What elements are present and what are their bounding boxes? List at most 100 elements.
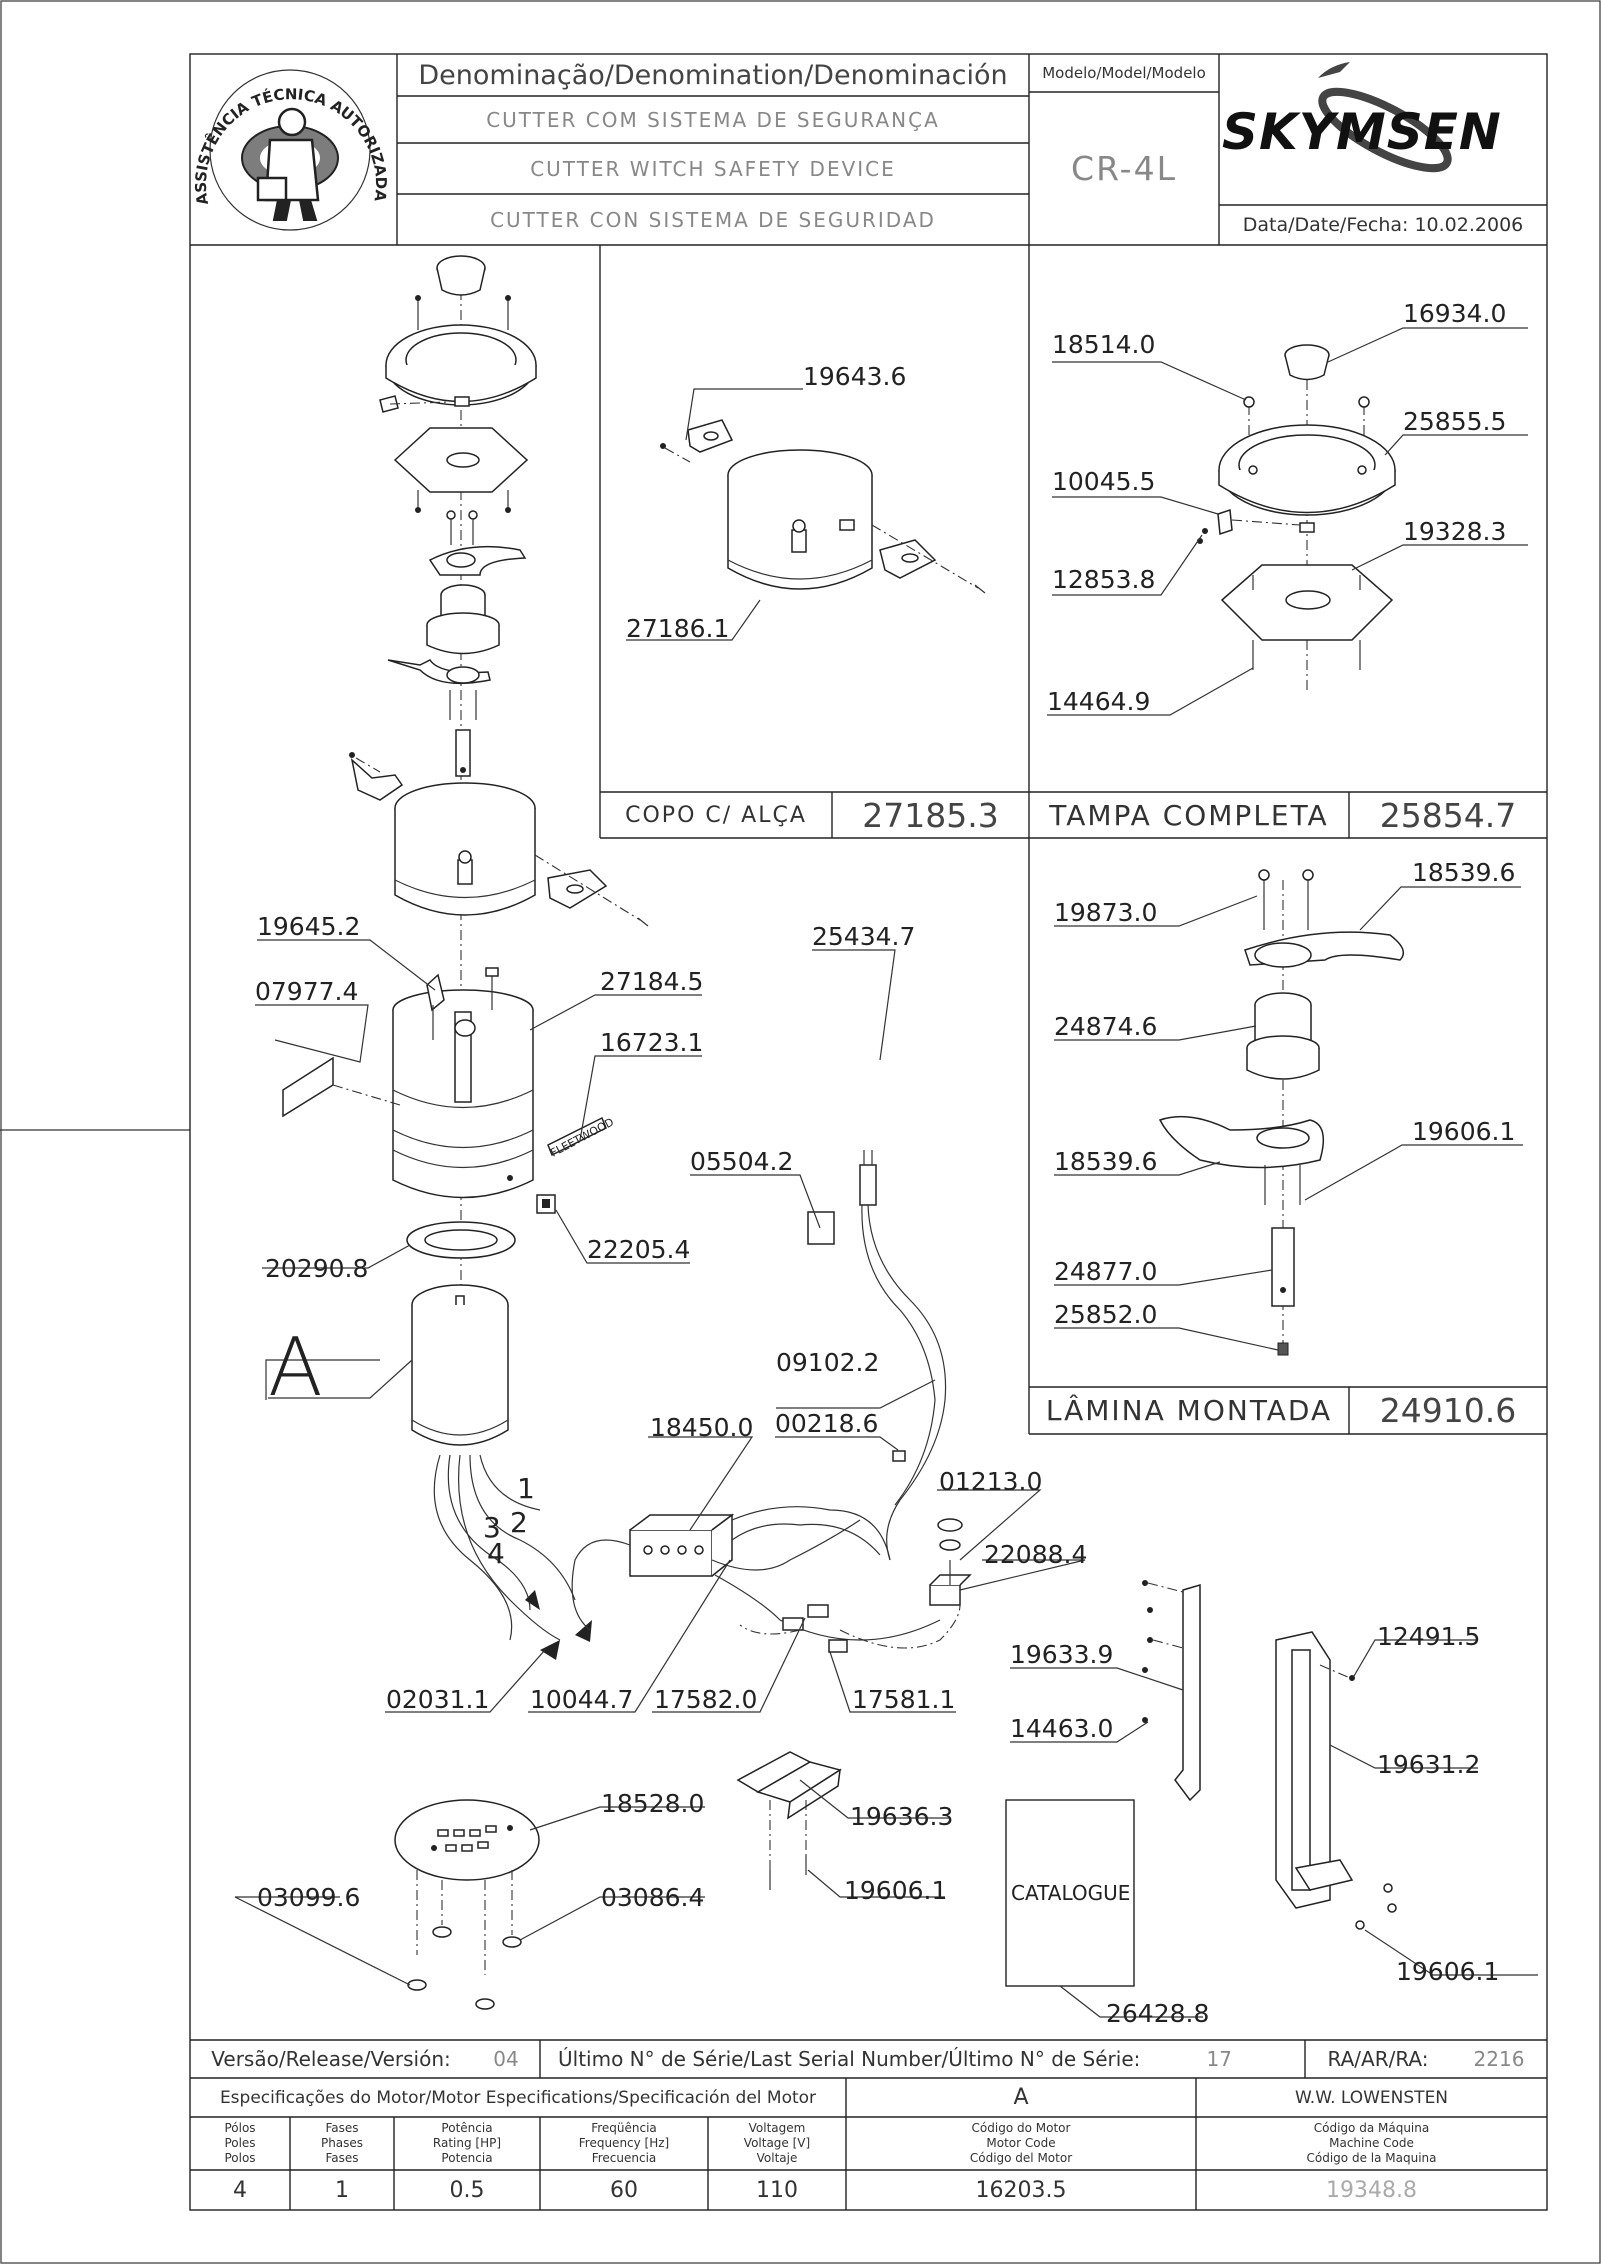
motor-spec-header: Especificações do Motor/Motor Especifica… (219, 2087, 817, 2108)
skymsen-logo-swoosh (1318, 62, 1452, 173)
label-12491-5: 12491.5 (1377, 1622, 1480, 1651)
value-voltage: 110 (756, 2177, 798, 2203)
label-19636-3: 19636.3 (850, 1802, 953, 1831)
header-rating-en: Rating [HP] (432, 2136, 502, 2150)
name-portuguese: CUTTER COM SISTEMA DE SEGURANÇA (486, 107, 940, 132)
label-14463-0: 14463.0 (1010, 1714, 1113, 1743)
motor-letter: A (1013, 2085, 1029, 2110)
bowl-with-handle-drawing (660, 419, 986, 594)
label-22088-4: 22088.4 (984, 1540, 1087, 1569)
header-motor-code-en: Motor Code (986, 2136, 1056, 2150)
wire-1-label: 1 (517, 1472, 535, 1505)
header-machine-code-en: Machine Code (1329, 2136, 1414, 2150)
header-machine-code-es: Código de la Maquina (1306, 2151, 1437, 2165)
support-bracket-drawing (736, 1751, 842, 1890)
label-18514-0: 18514.0 (1052, 330, 1155, 359)
ra-label: RA/AR/RA: (1327, 2047, 1429, 2071)
header-poles-pt: Pólos (224, 2121, 256, 2135)
subassembly-code-bowl: 27185.3 (862, 795, 999, 835)
header-frequency-pt: Freqüência (591, 2121, 657, 2135)
label-19606-1-rail: 19606.1 (1396, 1957, 1499, 1986)
serial-value: 17 (1206, 2047, 1232, 2071)
label-27186-1: 27186.1 (626, 614, 729, 643)
label-16723-1: 16723.1 (600, 1028, 703, 1057)
subassembly-code-lid: 25854.7 (1379, 795, 1517, 835)
complete-lid-drawing (1197, 344, 1396, 690)
serial-label: Último N° de Série/Last Serial Number/Úl… (558, 2047, 1141, 2071)
label-24874-6: 24874.6 (1054, 1012, 1157, 1041)
header-motor-code: Código do Motor Motor Code Código del Mo… (846, 2117, 1196, 2170)
header-poles-es: Polos (224, 2151, 256, 2165)
header-voltage: Voltagem Voltage [V] Voltaje (708, 2117, 846, 2170)
header-machine-code-pt: Código da Máquina (1313, 2121, 1430, 2135)
label-25855-5: 25855.5 (1403, 407, 1506, 436)
version-value: 04 (493, 2047, 519, 2071)
header-poles-en: Poles (224, 2136, 256, 2150)
value-machine-code: 19348.8 (1326, 2177, 1417, 2203)
header-machine-code: Código da Máquina Machine Code Código de… (1196, 2117, 1547, 2170)
drawing-frame (189, 53, 1548, 2211)
date-value: 10.02.2006 (1414, 214, 1524, 236)
label-09102-2: 09102.2 (776, 1348, 879, 1377)
label-19645-2: 19645.2 (257, 912, 360, 941)
value-frequency: 60 (610, 2177, 638, 2203)
base-plate-drawing (394, 1799, 540, 2010)
label-19606-1-bracket: 19606.1 (844, 1876, 947, 1905)
date-field: Data/Date/Fecha: 10.02.2006 (1219, 205, 1547, 245)
label-19606-1-blade: 19606.1 (1412, 1117, 1515, 1146)
denomination-header: Denominação/Denomination/Denominación (418, 59, 1008, 91)
label-05504-2: 05504.2 (690, 1147, 793, 1176)
leader-lines (234, 327, 1538, 2018)
subassembly-name-lid: TAMPA COMPLETA (1049, 798, 1329, 832)
label-18450-0: 18450.0 (650, 1413, 753, 1442)
label-10044-7: 10044.7 (530, 1685, 633, 1714)
skymsen-brand-text: SKYMSEN (1222, 103, 1502, 161)
label-19643-6: 19643.6 (803, 362, 906, 391)
fleetwood-plate-text: FLEETWOOD (548, 1115, 616, 1159)
label-18539-6-upper: 18539.6 (1412, 858, 1515, 887)
value-poles: 4 (233, 2177, 247, 2203)
label-24877-0: 24877.0 (1054, 1257, 1157, 1286)
label-19633-9: 19633.9 (1010, 1640, 1113, 1669)
label-01213-0: 01213.0 (939, 1467, 1042, 1496)
catalogue-label: CATALOGUE (1011, 1881, 1130, 1905)
label-02031-1: 02031.1 (386, 1685, 489, 1714)
header-frequency-en: Frequency [Hz] (578, 2136, 670, 2150)
label-17582-0: 17582.0 (654, 1685, 757, 1714)
label-19328-3: 19328.3 (1403, 517, 1506, 546)
header-phases-pt: Fases (325, 2121, 359, 2135)
label-14464-9: 14464.9 (1047, 687, 1150, 716)
label-19631-2: 19631.2 (1377, 1750, 1480, 1779)
wire-2-label: 2 (510, 1506, 528, 1539)
label-27184-5: 27184.5 (600, 967, 703, 996)
model-header: Modelo/Model/Modelo (1042, 64, 1206, 82)
header-phases-es: Fases (325, 2151, 359, 2165)
label-25434-7: 25434.7 (812, 922, 915, 951)
name-english: CUTTER WITCH SAFETY DEVICE (530, 156, 896, 181)
label-19873-0: 19873.0 (1054, 898, 1157, 927)
version-label: Versão/Release/Versión: (211, 2047, 451, 2071)
part-number-labels: 19643.6 27186.1 18514.0 16934.0 25855.5 … (255, 299, 1515, 2028)
value-phases: 1 (335, 2177, 349, 2203)
motor-maker: W.W. LOWENSTEN (1294, 2087, 1449, 2108)
main-assembly-exploded (282, 255, 972, 1660)
blade-assembly-drawing (1158, 869, 1405, 1356)
name-spanish: CUTTER CON SISTEMA DE SEGURIDAD (490, 207, 936, 232)
label-03086-4: 03086.4 (601, 1883, 704, 1912)
ra-value: 2216 (1473, 2047, 1525, 2071)
subassembly-code-blade: 24910.6 (1379, 1391, 1517, 1430)
header-motor-code-pt: Código do Motor (971, 2121, 1071, 2135)
header-rating-es: Potencia (441, 2151, 493, 2165)
header-rating: Potência Rating [HP] Potencia (394, 2117, 540, 2170)
label-10045-5: 10045.5 (1052, 467, 1155, 496)
header-frequency-es: Frecuencia (591, 2151, 657, 2165)
version-field: Versão/Release/Versión: 04 (190, 2040, 540, 2078)
label-26428-8: 26428.8 (1106, 1999, 1209, 2028)
ra-field: RA/AR/RA: 2216 (1305, 2040, 1547, 2078)
wire-3-label: 3 (483, 1511, 501, 1544)
label-25852-0: 25852.0 (1054, 1300, 1157, 1329)
value-rating: 0.5 (449, 2177, 485, 2203)
catalogue-booklet (1005, 1799, 1135, 1987)
